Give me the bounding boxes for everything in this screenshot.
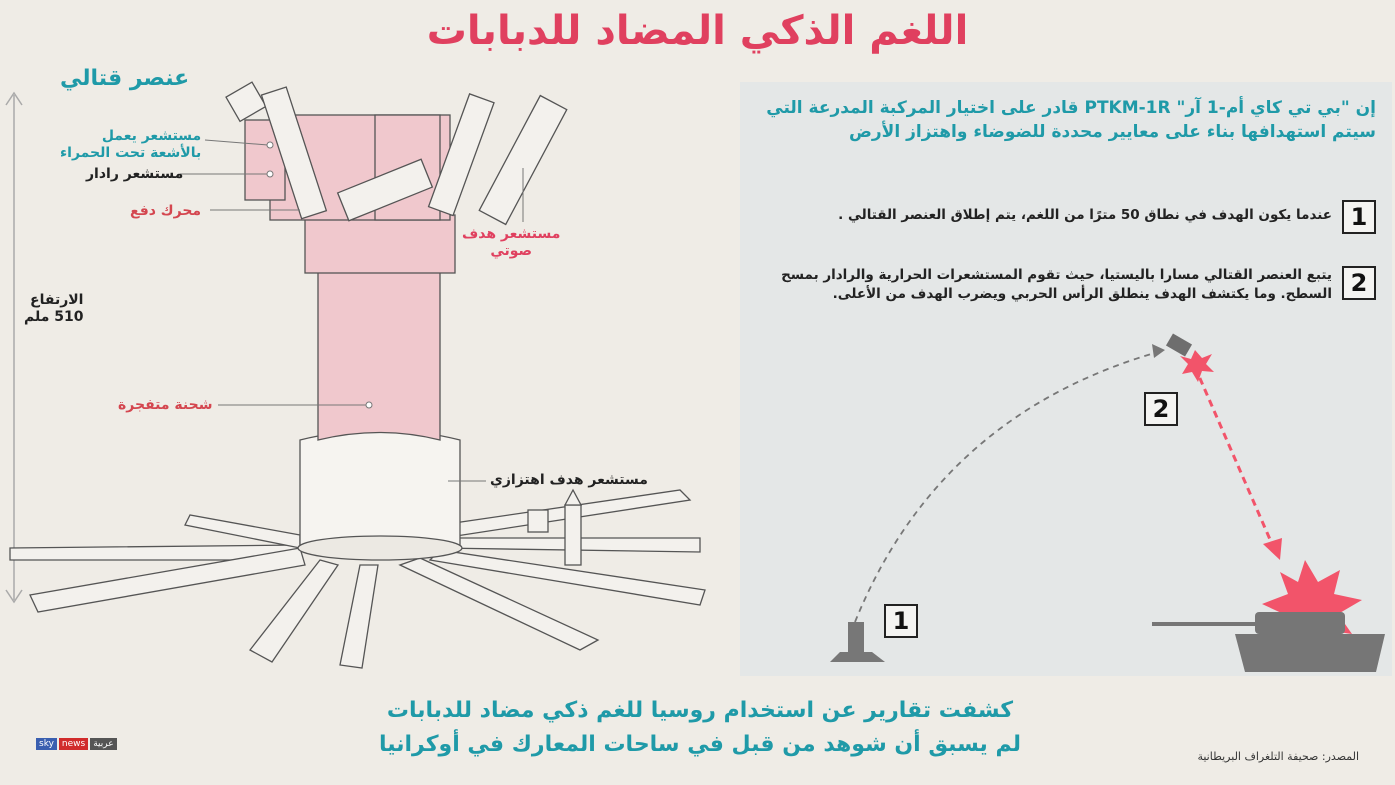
step-2-text-line2: السطح. وما يكتشف الهدف ينطلق الرأس الحرب… bbox=[832, 286, 1332, 302]
mine-diagram bbox=[5, 81, 706, 669]
ballistic-trajectory bbox=[854, 349, 1166, 623]
step-2-number: 2 bbox=[1342, 266, 1376, 300]
strike-path bbox=[1193, 366, 1274, 545]
headline-line2: سيتم استهدافها بناء على معايير محددة للض… bbox=[849, 122, 1376, 142]
trajectory-illustration bbox=[830, 333, 1385, 672]
step-1-number: 1 bbox=[1342, 200, 1376, 234]
logo-sky: sky bbox=[36, 738, 57, 750]
logo-news: news bbox=[58, 738, 89, 750]
bottom-caption-line2: لم يسبق أن شوهد من قبل في ساحات المعارك … bbox=[379, 732, 1021, 757]
marker-2: 2 bbox=[1144, 392, 1178, 426]
acoustic-sensor-label-line2: صوتي bbox=[490, 243, 533, 259]
height-label: الارتفاع 510 ملم bbox=[24, 292, 83, 326]
step-2-text: يتبع العنصر القتالي مسارا باليستيا، حيث … bbox=[781, 266, 1332, 304]
explanation-panel: إن "بي تي كاي أم-1 آر" PTKM-1R قادر على … bbox=[740, 82, 1392, 676]
warhead bbox=[1165, 333, 1193, 357]
leader-lines bbox=[180, 139, 524, 482]
logo-arabia: عربية bbox=[90, 738, 117, 750]
source-credit: المصدر: صحيفة التلغراف البريطانية bbox=[1197, 750, 1359, 763]
sky-news-arabia-logo: sky news عربية bbox=[36, 738, 117, 750]
page-title: اللغم الذكي المضاد للدبابات bbox=[426, 8, 969, 54]
combat-element-label: عنصر قتالي bbox=[60, 66, 190, 91]
height-arrow bbox=[5, 91, 23, 604]
step-2-text-line1: يتبع العنصر القتالي مسارا باليستيا، حيث … bbox=[781, 267, 1332, 283]
step-2: 2 يتبع العنصر القتالي مسارا باليستيا، حي… bbox=[746, 266, 1376, 304]
radar-sensor-label: مستشعر رادار bbox=[86, 166, 184, 182]
submunition-tubes bbox=[225, 81, 568, 226]
headline-line1: إن "بي تي كاي أم-1 آر" PTKM-1R قادر على … bbox=[766, 98, 1376, 118]
ir-sensor-label-line2: بالأشعة تحت الحمراء bbox=[60, 145, 202, 161]
height-label-line1: الارتفاع bbox=[30, 292, 84, 308]
height-label-line2: 510 ملم bbox=[24, 309, 84, 325]
ir-sensor-label-line1: مستشعر يعمل bbox=[101, 128, 202, 144]
step-1-text: عندما يكون الهدف في نطاق 50 مترًا من الل… bbox=[838, 207, 1332, 223]
strike-arrowhead bbox=[1263, 538, 1282, 560]
ir-sensor-label: مستشعر يعمل بالأشعة تحت الحمراء bbox=[60, 128, 201, 162]
seismic-sensor-device bbox=[527, 488, 583, 566]
trajectory-arrowhead bbox=[1152, 344, 1165, 358]
propulsion-motor-label: محرك دفع bbox=[130, 203, 202, 219]
seismic-sensor-label: مستشعر هدف اهتزازي bbox=[490, 472, 648, 488]
launcher-legs bbox=[9, 489, 706, 669]
acoustic-sensor-label-line1: مستشعر هدف bbox=[462, 226, 561, 242]
base-cylinder bbox=[297, 429, 463, 561]
tank bbox=[1152, 612, 1385, 672]
bottom-caption-line1: كشفت تقارير عن استخدام روسيا للغم ذكي مض… bbox=[386, 698, 1014, 723]
step-1: 1 عندما يكون الهدف في نطاق 50 مترًا من ا… bbox=[746, 200, 1376, 234]
marker-1: 1 bbox=[884, 604, 918, 638]
acoustic-sensor-label: مستشعر هدف صوتي bbox=[462, 226, 560, 260]
panel-headline: إن "بي تي كاي أم-1 آر" PTKM-1R قادر على … bbox=[756, 96, 1376, 144]
explosive-charge-label: شحنة متفجرة bbox=[118, 397, 213, 413]
muzzle-flash bbox=[1180, 350, 1214, 382]
mine-on-ground bbox=[830, 622, 885, 662]
